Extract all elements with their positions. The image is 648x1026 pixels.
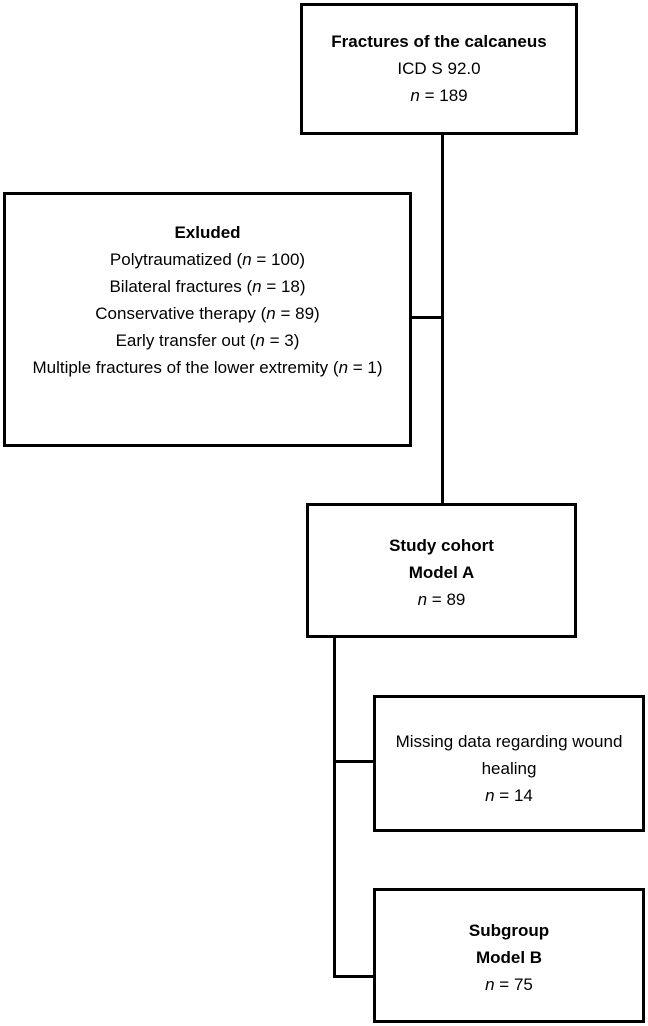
fractures-box-n-count: n = 189 [303,82,575,109]
n-value: = 189 [419,86,468,105]
excluded-item: Multiple fractures of the lower extremit… [6,354,409,381]
fractures-box-title: Fractures of the calcaneus [331,32,547,51]
n-value: = 14 [494,786,533,805]
excluded-item-text: Conservative therapy ( [95,304,267,323]
n-symbol: n [338,358,349,377]
excluded-item-text: Multiple fractures of the lower extremit… [32,358,339,377]
connector-fractures-to-study [441,135,444,503]
excluded-item-count: = 18) [261,277,306,296]
study-cohort-box: Study cohort Model A n = 89 [306,503,577,638]
subgroup-box-n-count: n = 75 [376,971,642,998]
n-symbol: n [485,786,495,805]
excluded-item-text: Early transfer out ( [115,331,256,350]
excluded-item: Early transfer out (n = 3) [6,327,409,354]
n-symbol: n [417,590,428,609]
subgroup-box: Subgroup Model B n = 75 [373,888,645,1023]
excluded-box-title: Exluded [174,223,241,242]
excluded-box: Exluded Polytraumatized (n = 100) Bilate… [3,192,412,447]
excluded-item: Polytraumatized (n = 100) [6,246,409,273]
subgroup-box-model: Model B [475,948,543,967]
fractures-box-icd-code: ICD S 92.0 [397,59,481,78]
excluded-item-text: Polytraumatized ( [109,250,243,269]
n-value: = 75 [494,975,533,994]
excluded-item-count: = 3) [264,331,300,350]
missing-data-box-title: Missing data regarding wound healing [395,732,623,778]
connector-study-to-subgroup [333,638,336,978]
n-symbol: n [410,86,420,105]
excluded-item-text: Bilateral fractures ( [109,277,253,296]
study-cohort-box-n-count: n = 89 [309,586,574,613]
connector-excluded-branch [412,316,444,319]
excluded-item: Conservative therapy (n = 89) [6,300,409,327]
missing-data-box: Missing data regarding wound healing n =… [373,695,645,832]
excluded-item: Bilateral fractures (n = 18) [6,273,409,300]
connector-subgroup-branch [333,975,376,978]
study-cohort-box-model: Model A [408,563,475,582]
study-cohort-box-title: Study cohort [389,536,494,555]
excluded-item-count: = 89) [275,304,320,323]
subgroup-box-title: Subgroup [468,921,550,940]
n-symbol: n [252,277,262,296]
excluded-item-count: = 100) [251,250,306,269]
n-symbol: n [242,250,252,269]
excluded-item-count: = 1) [348,358,383,377]
fractures-box: Fractures of the calcaneus ICD S 92.0 n … [300,3,578,135]
n-value: = 89 [427,590,466,609]
connector-missing-data-branch [333,760,376,763]
n-symbol: n [266,304,276,323]
missing-data-box-n-count: n = 14 [376,782,642,809]
n-symbol: n [485,975,495,994]
n-symbol: n [255,331,265,350]
